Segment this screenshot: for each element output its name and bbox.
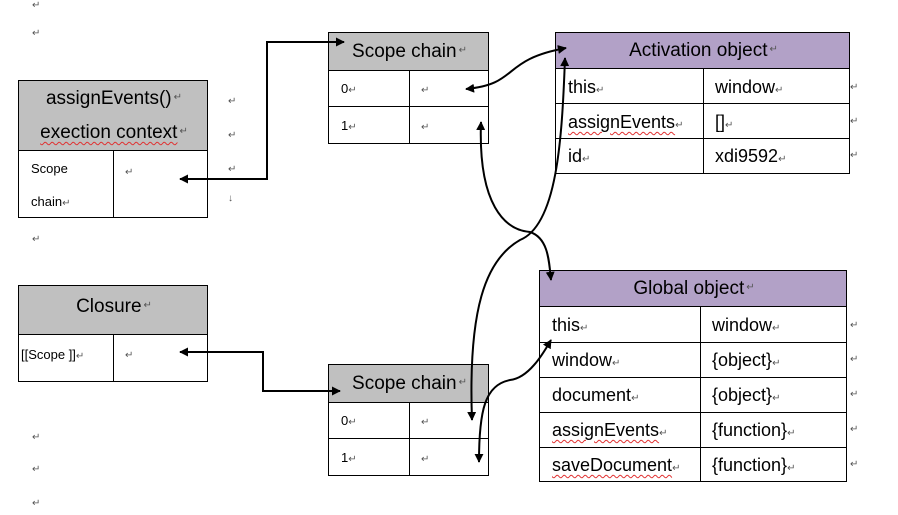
paragraph-mark: ↵ [125,350,134,361]
row-divider [540,447,846,448]
activation-key-id: id↵ [568,146,591,166]
paragraph-mark: ↵ [421,417,430,428]
cell-divider [409,403,410,475]
cell-divider [700,307,701,481]
paragraph-mark: ↵ [32,234,41,245]
paragraph-mark: ↵ [125,167,134,178]
paragraph-mark: ↵ [850,459,859,470]
global-object-box: Global object↵ this↵ window↵ window↵ {ob… [539,270,847,482]
paragraph-mark: ↵ [850,150,859,161]
global-object-title: Global object↵ [633,278,755,299]
scope-chain-bottom-index-1: 1↵ [341,450,357,465]
global-value-document: {object}↵ [712,385,781,405]
execution-context-title: assignEvents()↵ [45,88,183,109]
activation-value-assignevents: []↵ [715,112,734,132]
arrow-closure-to-scope-chain [179,347,341,396]
scope-chain-bottom-index-0: 0↵ [341,413,357,428]
cell-divider [113,335,114,381]
paragraph-mark: ↵ [850,424,859,435]
scope-chain-bottom-header: Scope chain↵ [329,365,488,403]
paragraph-mark: ↵ [32,432,41,443]
arrow-context-to-scope-chain [179,37,345,184]
global-value-assignevents: {function}↵ [712,420,796,440]
activation-object-header: Activation object↵ [556,33,849,69]
paragraph-mark: ↵ [32,464,41,475]
paragraph-mark: ↵ [32,498,41,509]
arrow-bottom-scope0-to-activation [467,57,570,421]
closure-header: Closure↵ [19,286,207,335]
paragraph-mark: ↵ [850,116,859,127]
scope-chain-bottom-title: Scope chain↵ [352,373,467,394]
global-key-document: document↵ [552,385,640,405]
activation-value-this: window↵ [715,77,784,97]
paragraph-mark: ↵ [421,454,430,465]
scope-chain-top-header: Scope chain↵ [329,33,488,71]
closure-box: Closure↵ [[Scope ]]↵ ↵ [18,285,208,382]
row-divider [540,377,846,378]
row-divider [556,138,849,139]
activation-value-id: xdi9592↵ [715,146,787,166]
paragraph-mark: ↵ [850,354,859,365]
activation-key-this: this↵ [568,77,605,97]
paragraph-mark: ↵ [421,122,430,133]
paragraph-mark: ↵ [850,82,859,93]
global-value-savedocument: {function}↵ [712,455,796,475]
execution-context-header: assignEvents()↵ exection context↵ [19,81,207,151]
paragraph-mark: ↵ [850,320,859,331]
global-value-this: window↵ [712,315,781,335]
closure-scope-label: [[Scope ]]↵ [21,347,85,362]
activation-object-box: Activation object↵ this↵ window↵ assignE… [555,32,850,174]
execution-context-box: assignEvents()↵ exection context↵ Scope … [18,80,208,218]
paragraph-mark: ↵ [850,389,859,400]
global-object-header: Global object↵ [540,271,846,307]
closure-title: Closure↵ [76,296,152,317]
paragraph-mark: ↵ [32,0,41,11]
paragraph-mark: ↵ [32,28,41,39]
paragraph-mark: ↵ [421,85,430,96]
arrow-scope0-to-activation [465,45,567,93]
scope-chain-bottom-box: Scope chain↵ 0↵ 1↵ ↵ ↵ [328,364,489,476]
scope-chain-label: Scope [31,161,68,176]
global-key-assignevents: assignEvents↵ [552,420,668,440]
scope-chain-top-title: Scope chain↵ [352,41,467,62]
row-divider [540,342,846,343]
cell-divider [113,151,114,217]
arrow-down-mark: ↓ [228,193,233,204]
row-divider [329,438,488,439]
global-key-savedocument: saveDocument↵ [552,455,681,475]
row-divider [329,106,488,107]
cell-divider [703,69,704,173]
global-value-window: {object}↵ [712,350,781,370]
row-divider [540,412,846,413]
scope-chain-label-2: chain↵ [31,194,71,209]
arrow-bottom-scope1-to-global [474,339,552,463]
arrow-scope1-to-global [476,121,555,281]
cell-divider [409,71,410,143]
activation-object-title: Activation object↵ [629,40,778,61]
row-divider [556,103,849,104]
activation-key-assignevents: assignEvents↵ [568,112,684,132]
